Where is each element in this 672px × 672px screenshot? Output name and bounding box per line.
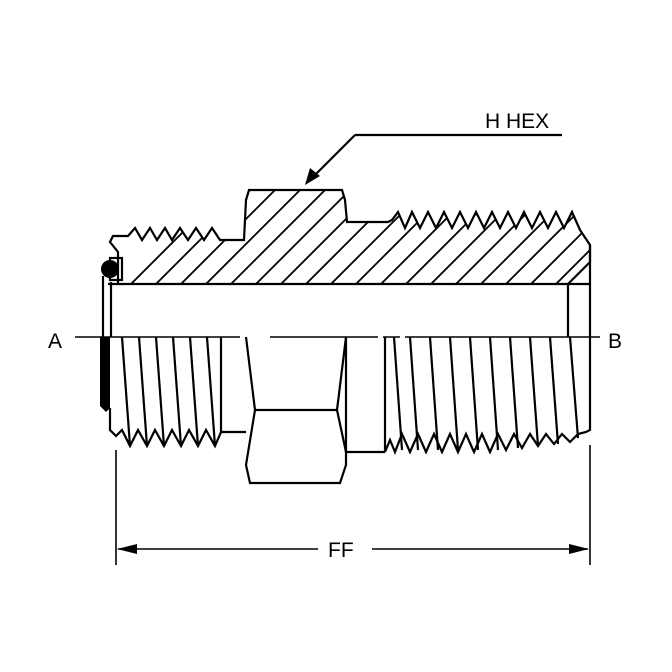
right-thread-exterior (383, 336, 592, 455)
end-b-label: B (608, 330, 622, 353)
hex-body (244, 336, 348, 485)
o-ring (100, 260, 119, 412)
hex-label: H HEX (485, 110, 549, 133)
ff-dimension (115, 445, 591, 565)
hex-leader (305, 133, 562, 185)
end-a-label: A (48, 330, 62, 353)
left-thread-exterior (108, 336, 246, 449)
overall-length-label: FF (328, 539, 354, 562)
right-neck (346, 337, 387, 454)
